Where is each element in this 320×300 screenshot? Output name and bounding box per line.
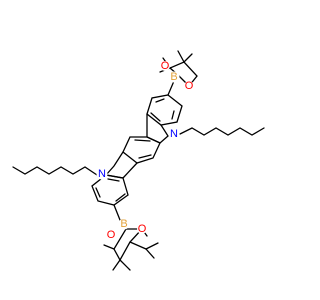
label-halo <box>96 168 108 180</box>
aromatic-double-bond <box>95 187 101 198</box>
lower-ring-bond <box>129 241 147 250</box>
structure-canvas: B O O N N B O O <box>0 0 300 300</box>
lower-methyl-bond <box>145 242 159 250</box>
bond-lines <box>12 50 265 271</box>
boron-carbon-bond <box>113 204 121 221</box>
lower-methyl-bond <box>112 259 121 271</box>
label-halo <box>137 224 147 234</box>
oxygen-atom-upper-left: O <box>161 60 170 72</box>
label-halo <box>184 81 194 91</box>
aromatic-double-bond <box>134 139 151 142</box>
aromatic-double-bond <box>171 110 175 120</box>
nitrogen-atom-upper: N <box>170 128 178 140</box>
lower-octyl-chain <box>12 166 98 176</box>
upper-octyl-chain <box>179 127 265 136</box>
oxygen-atom-upper-right: O <box>185 80 194 92</box>
aromatic-double-bond <box>115 193 126 202</box>
lower-methyl-bond <box>103 244 115 250</box>
boron-carbon-bond <box>167 80 175 96</box>
aromatic-double-bond <box>155 98 165 103</box>
molecule-structure: B O O N N B O O <box>0 0 300 300</box>
label-halo <box>168 128 180 140</box>
label-halo <box>106 230 116 240</box>
oxygen-atom-lower-right: O <box>138 223 147 235</box>
lower-methyl-bond <box>145 248 155 259</box>
upper-methyl-bond <box>177 50 185 63</box>
label-halo <box>118 218 130 230</box>
aromatic-double-bond <box>138 154 152 159</box>
oxygen-atom-lower-left: O <box>107 229 116 241</box>
upper-methyl-bond <box>183 53 193 63</box>
aromatic-double-bond <box>150 112 161 122</box>
nitrogen-atom-lower: N <box>98 168 106 180</box>
atom-labels: B O O N N B O O <box>96 60 194 241</box>
boron-atom-lower: B <box>120 218 127 230</box>
background <box>0 0 300 300</box>
boron-atom-upper: B <box>170 71 177 83</box>
aromatic-double-bond <box>107 178 120 182</box>
label-halo <box>160 61 170 71</box>
lower-methyl-bond <box>119 259 131 271</box>
label-halo <box>168 71 180 83</box>
